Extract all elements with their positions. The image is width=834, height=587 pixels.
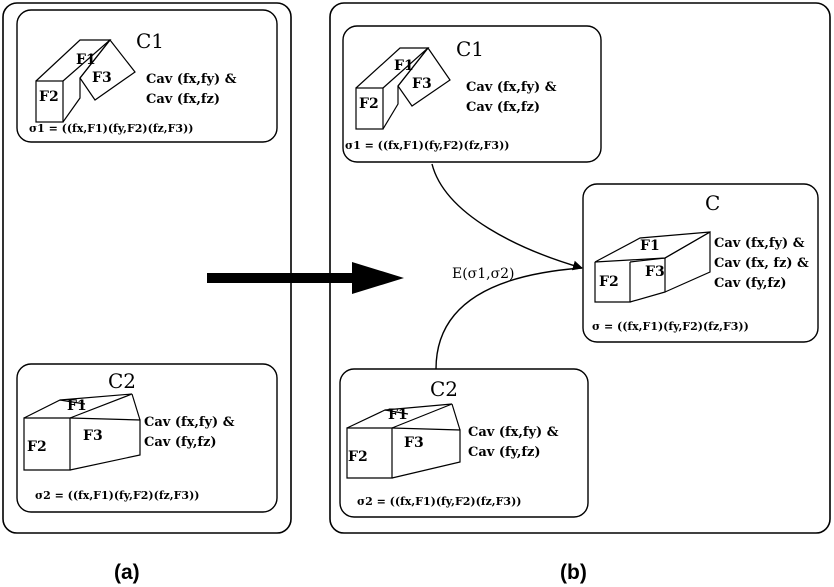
c1-face-f2: F2 [39,89,59,105]
transition-arrow [207,262,404,294]
c2-title: C2 [108,369,136,393]
c2-sigma: σ2 = ((fx,F1)(fy,F2)(fz,F3)) [35,489,200,502]
c1-cav-line-1: Cav (fx,fy) & [146,72,237,87]
c2-object-drawing [23,393,141,471]
c1-cav-line-2: Cav (fx,fz) [146,92,220,107]
panel-b-c1-box: F1 F3 F2 C1 Cav (fx,fy) & Cav (fx,fz) σ1… [342,25,602,163]
b-c2-cav-line-2: Cav (fy,fz) [468,445,541,460]
b-c1-cav-line-2: Cav (fx,fz) [466,100,540,115]
c-face-f1: F1 [640,238,660,254]
c2-cav-line-2: Cav (fy,fz) [144,435,217,450]
c-cav-line-3: Cav (fy,fz) [714,276,787,291]
panel-b-c-box: F1 F3 F2 C Cav (fx,fy) & Cav (fx, fz) & … [582,183,819,343]
b-c1-cav-line-1: Cav (fx,fy) & [466,80,557,95]
edge-label: E(σ1,σ2) [452,266,515,282]
c-cav-line-2: Cav (fx, fz) & [714,256,809,271]
b-c1-face-f3: F3 [412,76,432,92]
b-c2-face-f1: F1 [388,407,408,423]
c-title: C [705,191,720,215]
edge-c1-to-c [431,163,583,271]
c2-cav-line-1: Cav (fx,fy) & [144,415,235,430]
b-c1-title: C1 [456,37,484,61]
b-c1-face-f2: F2 [359,96,379,112]
panel-b-frame [329,2,831,534]
b-c1-sigma: σ1 = ((fx,F1)(fy,F2)(fz,F3)) [345,139,510,152]
panel-a-frame [2,2,292,534]
panel-b-c2-box: F1 F3 F2 C2 Cav (fx,fy) & Cav (fy,fz) σ2… [339,368,589,518]
b-c2-sigma: σ2 = ((fx,F1)(fy,F2)(fz,F3)) [357,495,522,508]
c1-object-drawing [35,39,136,123]
b-c1-object-drawing [355,46,451,130]
c2-face-f2: F2 [27,439,47,455]
c-object-drawing [594,230,711,303]
edge-c2-to-c [435,267,583,370]
c1-title: C1 [136,29,164,53]
panel-b-caption: (b) [560,561,587,584]
panel-a-c2-box: F1 F3 F2 C2 Cav (fx,fy) & Cav (fy,fz) σ2… [16,363,278,513]
c1-sigma: σ1 = ((fx,F1)(fy,F2)(fz,F3)) [29,122,194,135]
panel-a-caption: (a) [114,561,140,584]
b-c2-title: C2 [430,377,458,401]
b-c2-face-f3: F3 [404,435,424,451]
b-c2-cav-line-1: Cav (fx,fy) & [468,425,559,440]
b-c2-object-drawing [346,403,461,479]
c1-face-f3: F3 [92,70,112,86]
b-c1-face-f1: F1 [394,58,414,74]
c-face-f3: F3 [645,264,665,280]
c-cav-line-1: Cav (fx,fy) & [714,236,805,251]
panel-a-c1-box: F1 F3 F2 C1 Cav (fx,fy) & Cav (fx,fz) σ1… [16,9,278,143]
c-sigma: σ = ((fx,F1)(fy,F2)(fz,F3)) [592,320,749,333]
c1-face-f1: F1 [76,52,96,68]
c2-face-f1: F1 [67,398,87,414]
b-c2-face-f2: F2 [348,449,368,465]
c2-face-f3: F3 [83,428,103,444]
c-face-f2: F2 [599,274,619,290]
